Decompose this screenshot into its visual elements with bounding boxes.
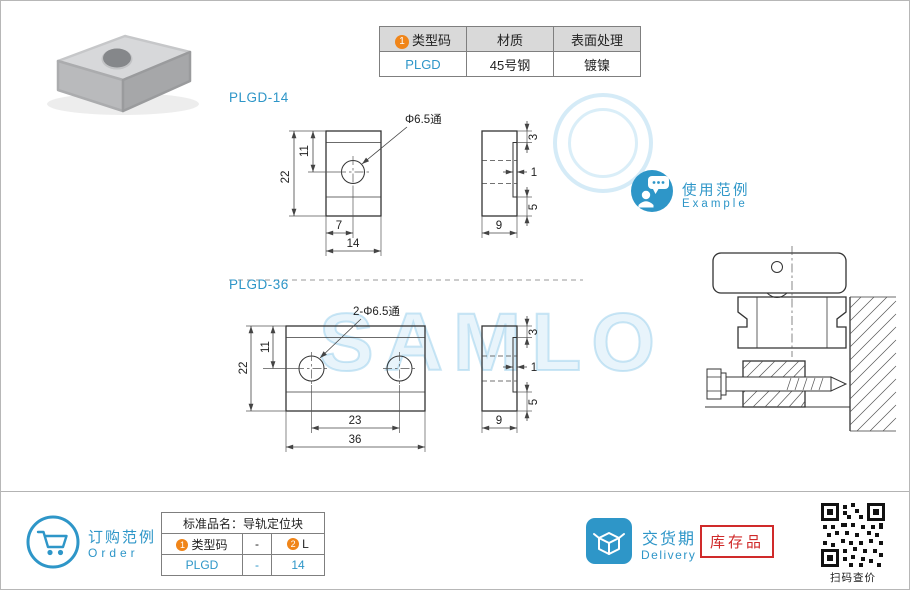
dim-label: 9 <box>496 220 502 232</box>
dim-label: 5 <box>528 399 540 405</box>
order-example-title: 订购范例 <box>88 529 157 546</box>
spec-header-material: 材质 <box>466 26 554 52</box>
badge-1: 1 <box>394 34 409 49</box>
badge-2: 2 <box>287 538 300 550</box>
dim-label: 7 <box>336 220 342 232</box>
order-value-length: 14 <box>271 554 325 576</box>
dim-label: 1 <box>531 167 537 179</box>
order-value-type-code: PLGD <box>161 554 243 576</box>
order-table-title: 标准品名：导轨定位块 <box>161 512 325 534</box>
dim-label: 22 <box>238 362 250 375</box>
dim-label: 9 <box>496 415 502 427</box>
order-col-dash: - <box>242 533 272 555</box>
hole-callout: Φ6.5通 <box>405 113 442 126</box>
hole-callout: 2-Φ6.5通 <box>353 305 400 318</box>
dim-label: 11 <box>299 145 311 157</box>
set-screw <box>706 368 848 400</box>
delivery-subtitle: Delivery <box>641 548 697 562</box>
model-label-plgd-36: PLGD-36 <box>229 277 289 292</box>
order-value-dash: - <box>242 554 272 576</box>
model-label-plgd-14: PLGD-14 <box>229 90 289 105</box>
person-chat-icon <box>631 170 673 212</box>
example-subtitle: Example <box>682 198 748 210</box>
example-title: 使用范例 <box>682 183 750 199</box>
stock-badge: 库存品 <box>700 525 775 558</box>
dim-label: 3 <box>528 329 540 335</box>
delivery-title: 交货期 <box>642 531 697 548</box>
plgd14-front-view: 22 11 7 14 Φ6.5通 <box>280 113 442 256</box>
package-box-icon <box>586 518 632 564</box>
spec-value-surface: 镀镍 <box>553 51 641 77</box>
badge-1: 1 <box>176 538 189 551</box>
plgd36-side-view: 3 1 5 9 <box>481 316 540 433</box>
dim-label: 5 <box>528 204 540 210</box>
dim-label: 3 <box>528 134 540 140</box>
qr-code <box>821 503 885 567</box>
dim-label: 36 <box>349 434 362 446</box>
spec-header-surface: 表面处理 <box>553 26 641 52</box>
dim-label: 23 <box>349 415 362 427</box>
spec-value-material: 45号钢 <box>466 51 554 77</box>
dim-label: 22 <box>280 171 292 184</box>
dim-label: 11 <box>260 341 272 353</box>
qr-caption: 扫码查价 <box>830 572 876 584</box>
footer-divider <box>1 491 909 492</box>
shopping-cart-icon <box>26 515 80 569</box>
usage-example-drawing <box>705 246 897 432</box>
spec-value-type-code: PLGD <box>379 51 467 77</box>
dim-label: 14 <box>347 238 360 250</box>
dim-label: 1 <box>531 362 537 374</box>
order-example-subtitle: Order <box>88 546 139 560</box>
product-photo <box>47 34 199 115</box>
plgd36-front-view: 11 22 23 36 2-Φ6.5通 <box>238 305 426 452</box>
plgd14-side-view: 3 1 5 9 <box>481 121 540 238</box>
